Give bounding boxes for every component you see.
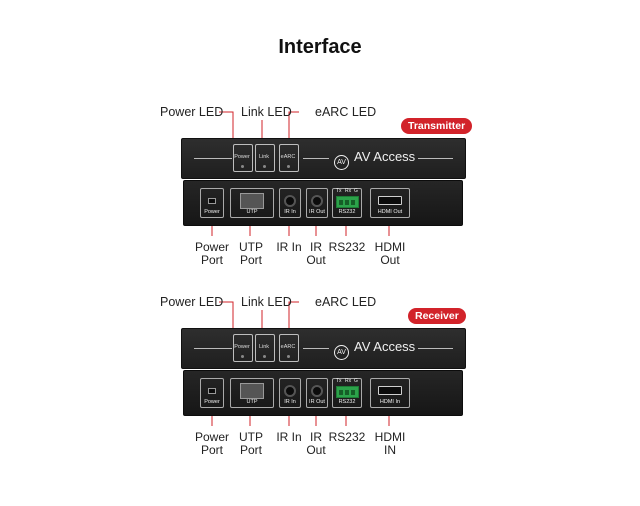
rs232-port: Tx Rx G RS232 — [332, 378, 362, 408]
power-led: Power — [233, 144, 253, 172]
rs232-port: Tx Rx G RS232 — [332, 188, 362, 218]
rj45-icon — [240, 193, 264, 209]
receiver-section: Power LED Link LED eARC LED Receiver Pow… — [0, 286, 640, 506]
device-back-panel: Power UTP IR In IR Out Tx Rx G RS232 HDM… — [183, 180, 463, 226]
ir-out-jack-icon — [311, 195, 323, 207]
av-access-logo-icon: AV — [334, 155, 349, 170]
receiver-badge: Receiver — [408, 308, 466, 324]
rs232-label: RS232 — [328, 240, 366, 254]
earc-led: eARC — [279, 144, 299, 172]
hdmi-port: HDMI In — [370, 378, 410, 408]
utp-port: UTP — [230, 378, 274, 408]
ir-in-label: IR In — [276, 240, 302, 254]
earc-led-callout: eARC LED — [315, 105, 377, 119]
device-back-panel: Power UTP IR In IR Out Tx Rx G RS232 HDM… — [183, 370, 463, 416]
ir-out-jack-icon — [311, 385, 323, 397]
power-port: Power — [200, 378, 224, 408]
power-led-callout: Power LED — [160, 105, 224, 119]
ir-in-port: IR In — [279, 188, 301, 218]
earc-led: eARC — [279, 334, 299, 362]
power-port: Power — [200, 188, 224, 218]
transmitter-badge: Transmitter — [401, 118, 473, 134]
ir-out-port: IR Out — [306, 188, 328, 218]
hdmi-port: HDMI Out — [370, 188, 410, 218]
usb-power-icon — [208, 388, 216, 394]
link-led-callout: Link LED — [241, 295, 292, 309]
page-title: Interface — [278, 36, 362, 58]
ir-in-jack-icon — [284, 385, 296, 397]
power-led: Power — [233, 334, 253, 362]
link-led-callout: Link LED — [241, 105, 292, 119]
terminal-block-icon — [336, 196, 359, 208]
hdmi-icon — [378, 196, 402, 205]
rs232-label: RS232 — [328, 430, 366, 444]
utp-port: UTP — [230, 188, 274, 218]
ir-in-jack-icon — [284, 195, 296, 207]
power-led-callout: Power LED — [160, 295, 224, 309]
rj45-icon — [240, 383, 264, 399]
earc-led-callout: eARC LED — [315, 295, 377, 309]
av-access-logo-icon: AV — [334, 345, 349, 360]
terminal-block-icon — [336, 386, 359, 398]
link-led: Link — [255, 144, 275, 172]
ir-out-port: IR Out — [306, 378, 328, 408]
transmitter-section: Power LED Link LED eARC LED Transmitter … — [0, 96, 640, 316]
ir-in-label: IR In — [276, 430, 302, 444]
link-led: Link — [255, 334, 275, 362]
hdmi-icon — [378, 386, 402, 395]
ir-in-port: IR In — [279, 378, 301, 408]
usb-power-icon — [208, 198, 216, 204]
